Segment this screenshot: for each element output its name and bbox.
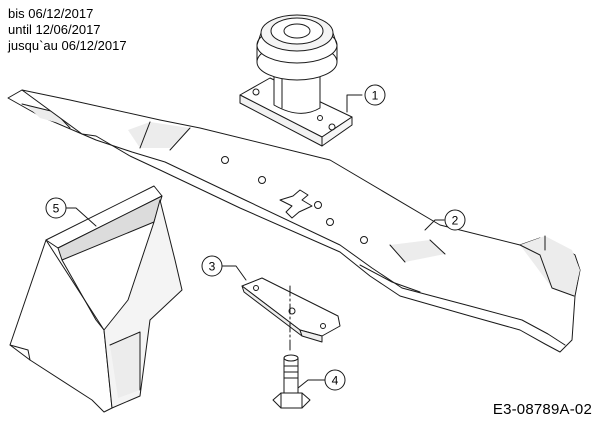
callout-1: 1 xyxy=(346,84,386,113)
callout-4-label: 4 xyxy=(332,374,339,388)
callout-5: 5 xyxy=(45,197,97,227)
blade-bolt xyxy=(272,354,311,409)
mower-blade xyxy=(7,89,581,353)
mulch-plug xyxy=(9,185,183,413)
document-code: E3-08789A-02 xyxy=(492,401,592,418)
validity-date-de: bis 06/12/2017 xyxy=(8,6,94,21)
callout-4: 4 xyxy=(297,369,346,391)
callout-2: 2 xyxy=(424,209,466,231)
validity-date-en: until 12/06/2017 xyxy=(8,22,101,37)
blade-adapter-pulley xyxy=(239,14,353,147)
blade-retaining-plate xyxy=(241,277,341,343)
callout-1-label: 1 xyxy=(372,89,379,103)
callout-3: 3 xyxy=(201,255,247,281)
callout-2-label: 2 xyxy=(452,214,459,228)
callout-3-label: 3 xyxy=(209,260,216,274)
validity-note: bis 06/12/2017 until 12/06/2017 jusqu`au… xyxy=(8,6,127,54)
callout-5-label: 5 xyxy=(53,202,60,216)
validity-date-fr: jusqu`au 06/12/2017 xyxy=(8,38,127,53)
